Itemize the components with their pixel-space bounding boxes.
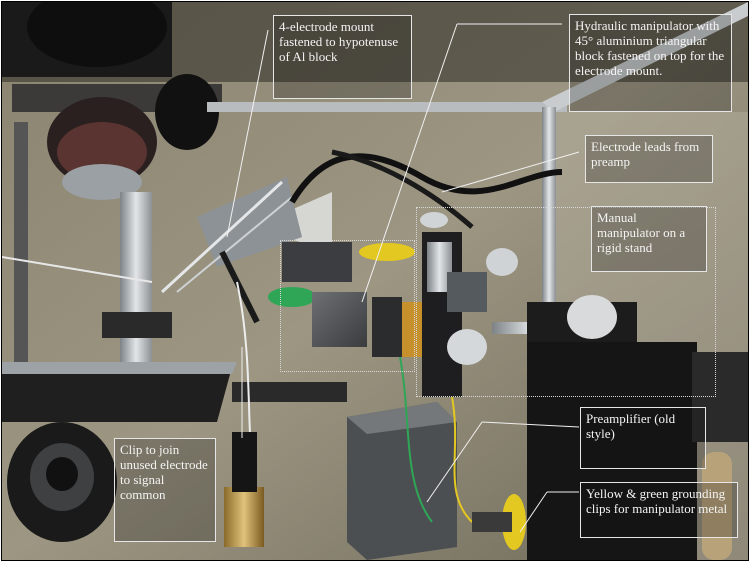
callout-hydraulic-manipulator-text: Hydraulic manipulator with 45° aluminium… [575,18,725,78]
callout-clip-text: Clip to join unused electrode to signal … [120,442,208,502]
callout-grounding-clips-text: Yellow & green grounding clips for manip… [586,486,728,516]
callout-electrode-leads-text: Electrode leads from preamp [591,139,700,169]
manual-manipulator-region [416,207,716,397]
callout-preamplifier: Preamplifier (old style) [580,407,706,469]
callout-manual-manipulator: Manual manipulator on a rigid stand [591,206,707,272]
callout-grounding-clips: Yellow & green grounding clips for manip… [580,482,738,538]
callout-manual-manipulator-text: Manual manipulator on a rigid stand [597,210,686,255]
callout-clip: Clip to join unused electrode to signal … [114,438,216,542]
callout-hydraulic-manipulator: Hydraulic manipulator with 45° aluminium… [569,14,732,112]
callout-electrode-mount-text: 4-electrode mount fastened to hypotenuse… [279,19,399,64]
callout-preamplifier-text: Preamplifier (old style) [586,411,676,441]
callout-electrode-leads: Electrode leads from preamp [585,135,713,183]
callout-electrode-mount: 4-electrode mount fastened to hypotenuse… [273,15,412,99]
manipulator-region [280,240,415,372]
